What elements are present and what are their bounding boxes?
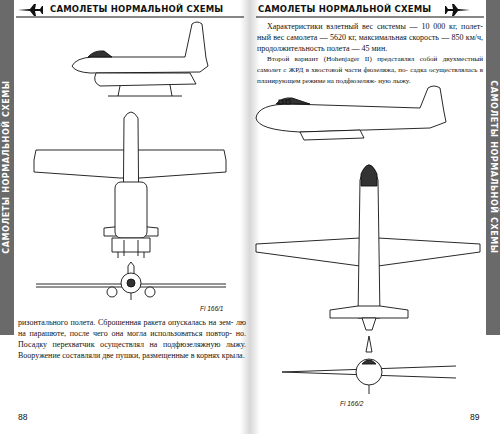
header-rule [256, 16, 484, 17]
figure-caption: Fi 166/1 [200, 305, 224, 312]
header-plane-icon [445, 4, 470, 16]
fi166-1-side-view [108, 96, 182, 97]
fi166-1-side-view [72, 22, 208, 73]
fi166-1-top-view [115, 182, 147, 238]
fi166-1-front-view [121, 273, 141, 293]
fi166-2-side-view [256, 86, 446, 140]
fi166-2-front-view [362, 360, 376, 364]
fi166-2-front-view [282, 336, 456, 394]
header-rule [16, 16, 484, 17]
fi166-2-side-view [279, 100, 283, 104]
running-header: САМОЛЕТЫ НОРМАЛЬНОЙ СХЕМЫ [258, 4, 431, 14]
fi166-1-top-view [124, 240, 125, 256]
fi166-2-side-view [256, 86, 446, 132]
fi166-2-top-view [361, 165, 377, 186]
side-band-text: САМОЛЕТЫ НОРМАЛЬНОЙ СХЕМЫ [0, 2, 14, 332]
page-number: 89 [470, 412, 479, 422]
fi166-2-front-view [369, 385, 370, 394]
fi166-1-top-view [118, 252, 119, 258]
fi166-2-side-view [286, 100, 290, 104]
fi166-2-top-view [362, 318, 376, 330]
body-text: ризонтального полета. Сброшенная ракета … [18, 317, 246, 361]
side-band-text: САМОЛЕТЫ НОРМАЛЬНОЙ СХЕМЫ [486, 2, 500, 332]
fi166-1-side-view [95, 73, 196, 86]
page-gutter [240, 0, 260, 434]
page-number: 88 [18, 412, 27, 422]
fi166-1-front-view [107, 287, 117, 297]
header-plane-icon [18, 4, 43, 16]
fi166-1-front-view [36, 262, 226, 300]
figure-caption: Fi 166/2 [340, 400, 364, 407]
fi166-1-top-view [34, 112, 226, 258]
fi166-1-side-view [118, 86, 120, 96]
fi166-1-front-view [127, 279, 135, 287]
header-plane-icon [18, 4, 470, 16]
body-text: Второй вариант (Hohenjager II) представл… [257, 54, 483, 87]
fi166-2-side-view [300, 130, 364, 140]
fi166-1-side-view [72, 22, 208, 96]
running-header: САМОЛЕТЫ НОРМАЛЬНОЙ СХЕМЫ [50, 4, 223, 14]
fi166-2-front-view [356, 359, 382, 385]
side-band [486, 0, 500, 335]
fi166-1-top-view [144, 252, 145, 258]
fi166-1-top-view [138, 240, 139, 256]
side-band [0, 0, 14, 335]
fi166-1-front-view [145, 287, 155, 297]
fi166-1-top-view [112, 238, 150, 252]
fi166-1-side-view [170, 85, 172, 96]
fi166-2-side-view [276, 98, 310, 104]
fi166-2-top-view [256, 165, 480, 330]
fi166-2-front-view [366, 336, 372, 352]
fi166-1-front-view [131, 293, 132, 300]
fi166-1-side-view [88, 51, 112, 57]
body-text: Характеристики взлетный вес системы — 10… [257, 21, 483, 54]
fi166-2-top-view [330, 306, 408, 318]
fi166-2-top-view [358, 165, 380, 318]
header-rule [16, 16, 244, 17]
